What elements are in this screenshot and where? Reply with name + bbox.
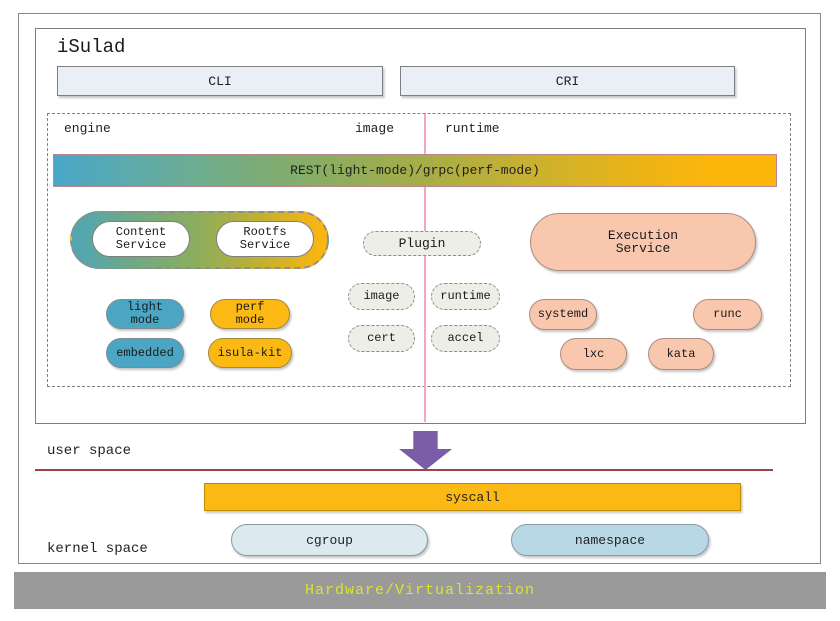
isula-kit-pill: isula-kit xyxy=(208,338,292,368)
lxc-pill: lxc xyxy=(560,338,627,370)
cli-label: CLI xyxy=(208,73,232,89)
perf-mode-pill: perf mode xyxy=(210,299,290,329)
isula-kit-label: isula-kit xyxy=(217,345,283,360)
syscall-bar: syscall xyxy=(204,483,741,511)
rest-grpc-bar: REST(light-mode)/grpc(perf-mode) xyxy=(53,154,777,187)
execution-service-capsule: Execution Service xyxy=(530,213,756,271)
embedded-pill: embedded xyxy=(106,338,184,368)
content-service-pill: Content Service xyxy=(92,221,190,257)
plugin-runtime-pill: runtime xyxy=(431,283,500,310)
cgroup-label: cgroup xyxy=(306,532,353,548)
image-runtime-divider xyxy=(424,114,426,422)
plugin-accel-pill: accel xyxy=(431,325,500,352)
modules-dashed-box xyxy=(47,113,791,387)
plugin-cert-pill: cert xyxy=(348,325,415,352)
kernel-space-label: kernel space xyxy=(47,541,148,557)
section-label-image: image xyxy=(355,121,395,136)
kata-label: kata xyxy=(666,346,696,361)
perf-mode-label: perf mode xyxy=(235,300,265,327)
cri-label: CRI xyxy=(555,73,580,89)
plugin-pill: Plugin xyxy=(363,231,481,256)
runc-label: runc xyxy=(713,307,742,321)
runc-pill: runc xyxy=(693,299,762,330)
section-label-runtime: runtime xyxy=(445,121,500,136)
kata-pill: kata xyxy=(648,338,714,370)
hardware-bar: Hardware/Virtualization xyxy=(14,572,826,609)
cri-box: CRI xyxy=(400,66,735,96)
isulad-title: iSulad xyxy=(57,36,126,58)
hardware-label: Hardware/Virtualization xyxy=(304,582,536,599)
plugin-cert-label: cert xyxy=(367,331,396,345)
systemd-pill: systemd xyxy=(529,299,597,330)
namespace-label: namespace xyxy=(574,532,646,548)
section-label-engine: engine xyxy=(64,121,111,136)
namespace-pill: namespace xyxy=(511,524,709,556)
content-service-label: Content Service xyxy=(115,225,167,252)
execution-service-label: Execution Service xyxy=(607,228,679,256)
user-space-label: user space xyxy=(47,443,132,459)
embedded-label: embedded xyxy=(116,345,174,360)
plugin-runtime-label: runtime xyxy=(440,289,491,303)
light-mode-label: light mode xyxy=(126,300,163,327)
cgroup-pill: cgroup xyxy=(231,524,428,556)
user-kernel-divider xyxy=(35,469,773,471)
systemd-label: systemd xyxy=(537,307,589,321)
rootfs-service-pill: Rootfs Service xyxy=(216,221,314,257)
plugin-image-label: image xyxy=(363,289,400,303)
rest-grpc-label: REST(light-mode)/grpc(perf-mode) xyxy=(290,163,540,178)
syscall-label: syscall xyxy=(445,489,500,505)
rootfs-service-label: Rootfs Service xyxy=(239,225,291,252)
light-mode-pill: light mode xyxy=(106,299,184,329)
lxc-label: lxc xyxy=(582,346,605,361)
plugin-accel-label: accel xyxy=(447,331,484,345)
cli-box: CLI xyxy=(57,66,383,96)
plugin-image-pill: image xyxy=(348,283,415,310)
plugin-label: Plugin xyxy=(398,236,446,251)
